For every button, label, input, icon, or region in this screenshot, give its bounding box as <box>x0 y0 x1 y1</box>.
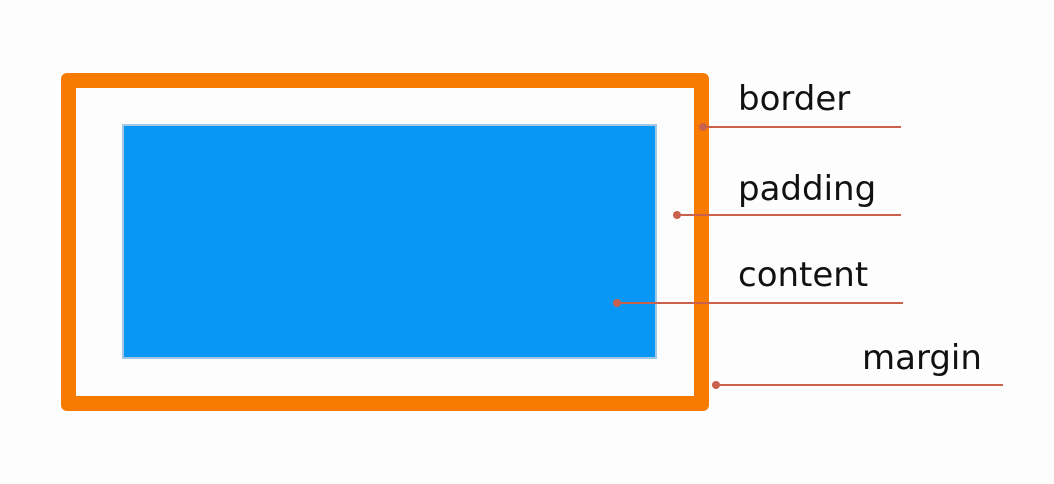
border-label: border <box>738 79 851 119</box>
border-leader-line <box>703 126 901 128</box>
content-region <box>122 124 657 359</box>
content-leader-line <box>617 302 903 304</box>
content-label: content <box>738 255 869 295</box>
border-leader-dot <box>699 123 707 131</box>
padding-leader-line <box>677 214 901 216</box>
content-leader-dot <box>613 299 621 307</box>
padding-leader-dot <box>673 211 681 219</box>
margin-leader-line <box>716 384 1003 386</box>
padding-label: padding <box>738 169 877 209</box>
margin-label: margin <box>862 338 982 378</box>
margin-leader-dot <box>712 381 720 389</box>
